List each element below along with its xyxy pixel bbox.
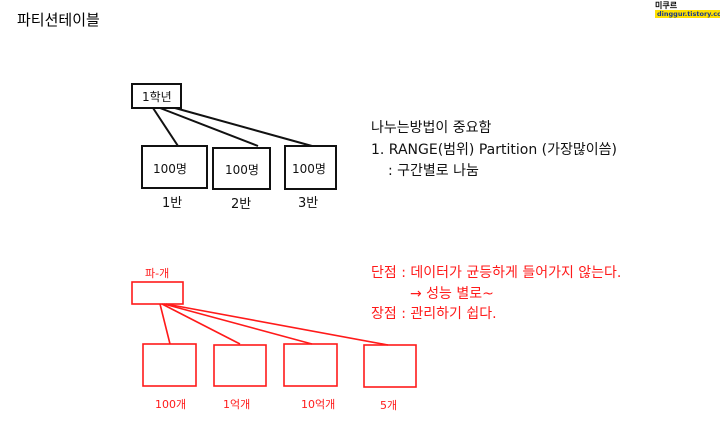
child-caption-2: 2반 — [231, 197, 251, 212]
logo-line2: dinggur.tistory.com — [655, 10, 720, 18]
red-caption-4: 5개 — [380, 399, 397, 412]
red-child-box-4 — [363, 344, 417, 388]
note-method-heading: 나누는방법이 중요함 — [371, 120, 492, 136]
red-caption-3: 10억개 — [301, 398, 335, 411]
site-logo: 미쿠르 dinggur.tistory.com — [653, 0, 720, 20]
black-tree — [131, 83, 337, 190]
logo-line1: 미쿠르 — [655, 1, 678, 10]
child-box-2 — [212, 147, 271, 190]
child-box-1 — [141, 145, 208, 189]
root-box-grade — [131, 83, 182, 109]
note-performance: → 성능 별로~ — [410, 286, 494, 302]
red-connector-1 — [159, 303, 171, 345]
red-child-box-3 — [283, 343, 338, 387]
connector-1 — [152, 107, 179, 147]
red-caption-1: 100개 — [155, 398, 186, 411]
red-connector-4 — [165, 303, 389, 346]
red-child-box-2 — [213, 344, 267, 387]
red-caption-2: 1억개 — [223, 398, 250, 411]
child-label-1: 100명 — [153, 162, 187, 176]
red-child-box-1 — [142, 343, 197, 387]
page-title: 파티션테이블 — [17, 11, 100, 29]
connector-3 — [174, 107, 313, 147]
note-advantage: 장점 : 관리하기 쉽다. — [371, 306, 497, 322]
red-connector-2 — [161, 303, 241, 345]
child-caption-1: 1반 — [162, 196, 182, 211]
red-root-label: 파-개 — [145, 267, 169, 280]
red-root-box — [131, 281, 184, 305]
child-label-2: 100명 — [225, 163, 259, 177]
root-label: 1학년 — [142, 90, 172, 104]
note-range-partition: 1. RANGE(범위) Partition (가장많이씀) — [371, 142, 617, 158]
red-connector-3 — [163, 303, 313, 345]
connector-2 — [159, 107, 259, 147]
child-caption-3: 3반 — [298, 196, 318, 211]
note-range-desc: : 구간별로 나눔 — [388, 163, 479, 179]
child-box-3 — [284, 145, 337, 190]
note-disadvantage: 단점 : 데이터가 균등하게 들어가지 않는다. — [371, 265, 622, 281]
red-tree — [131, 281, 417, 388]
child-label-3: 100명 — [292, 162, 326, 176]
